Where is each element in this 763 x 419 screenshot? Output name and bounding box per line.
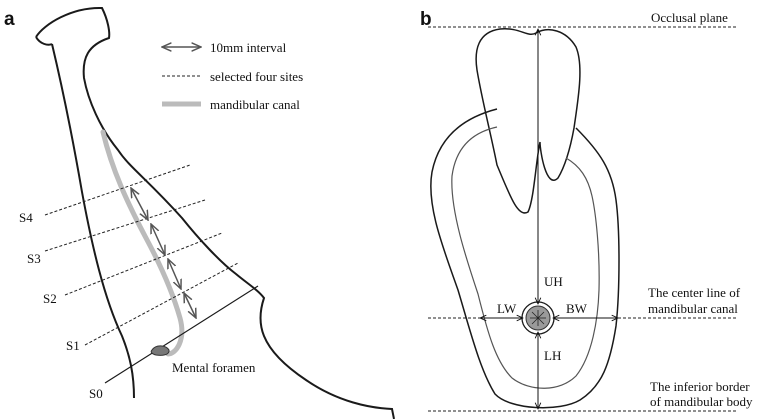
site-line-s3	[44, 199, 206, 252]
legend-canal-label: mandibular canal	[210, 97, 300, 112]
site-label-s0: S0	[89, 386, 103, 401]
mandible-body-inner	[451, 126, 600, 389]
interval-arrow-1	[131, 188, 148, 220]
legend-interval-label: 10mm interval	[210, 40, 287, 55]
bw-label: BW	[566, 301, 588, 316]
legend-sites-label: selected four sites	[210, 69, 303, 84]
center-line-label-1: The center line of	[648, 285, 741, 300]
interval-arrow-2	[151, 224, 165, 255]
site-label-s2: S2	[43, 291, 57, 306]
lw-label: LW	[497, 301, 517, 316]
site-line-s2	[64, 232, 223, 296]
mandibular-canal	[100, 129, 185, 357]
site-label-s4: S4	[19, 210, 33, 225]
panel-b-label: b	[420, 9, 432, 30]
inferior-border-label-1: The inferior border	[650, 379, 750, 394]
panel-a-label: a	[4, 9, 15, 30]
lh-label: LH	[544, 348, 561, 363]
occlusal-plane-label: Occlusal plane	[651, 10, 728, 25]
center-line-label-2: mandibular canal	[648, 301, 738, 316]
mental-foramen-shape	[150, 345, 170, 356]
interval-arrow-3	[168, 259, 181, 289]
site-line-s0	[104, 285, 259, 384]
site-line-s4	[44, 164, 191, 216]
mandible-outline	[35, 6, 395, 419]
site-label-s1: S1	[66, 338, 80, 353]
mental-foramen-label: Mental foramen	[172, 360, 256, 375]
mandible-body-outer	[430, 108, 620, 409]
canal-center-mark	[530, 310, 546, 326]
site-label-s3: S3	[27, 251, 41, 266]
inferior-border-label-2: of mandibular body	[650, 394, 753, 409]
tooth-outline	[475, 28, 581, 214]
uh-label: UH	[544, 274, 563, 289]
interval-arrow-4	[184, 293, 196, 318]
legend: 10mm interval selected four sites mandib…	[162, 40, 303, 112]
condyle-base	[35, 36, 53, 46]
site-line-s1	[84, 262, 239, 346]
